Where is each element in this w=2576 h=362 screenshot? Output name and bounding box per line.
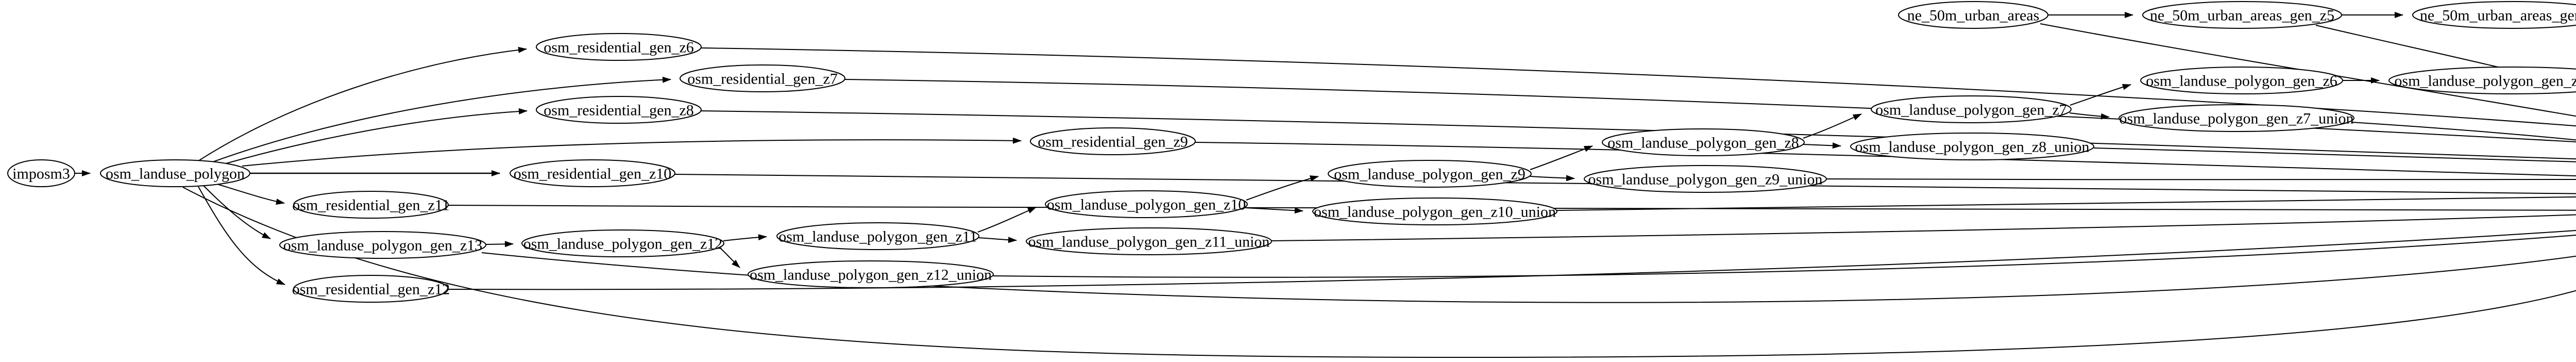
node-osm-landuse-polygon-gen-z12-union: osm_landuse_polygon_gen_z12_union [748, 260, 994, 288]
node-osm-residential-gen-z11: osm_residential_gen_z11 [292, 191, 450, 219]
edge-ne-areas-row-z6 [2040, 23, 2576, 117]
edge-polygon-res-z12 [198, 186, 285, 285]
node-osm-residential-gen-z7: osm_residential_gen_z7 [680, 64, 845, 92]
edge-union-z9-row-z9 [1826, 178, 2576, 180]
node-osm-landuse-polygon-gen-z6-label: osm_landuse_polygon_gen_z6 [2146, 73, 2337, 90]
edge-gen-z12-union-z12 [720, 248, 740, 268]
node-ne-50m-urban-areas-gen-z4: ne_50m_urban_areas_gen_z4 [2412, 1, 2576, 29]
node-osm-landuse-polygon-gen-z7-label: osm_landuse_polygon_gen_z7 [1875, 102, 2067, 119]
edge-polygon-res-z7 [211, 76, 671, 163]
node-osm-landuse-polygon: osm_landuse_polygon [100, 159, 250, 187]
node-osm-landuse-polygon-gen-z7-union: osm_landuse_polygon_gen_z7_union [2119, 104, 2354, 132]
node-osm-residential-gen-z10: osm_residential_gen_z10 [510, 159, 675, 187]
node-osm-residential-gen-z11-label: osm_residential_gen_z11 [292, 197, 449, 214]
node-osm-landuse-polygon-gen-z9-label: osm_landuse_polygon_gen_z9 [1334, 166, 1526, 183]
edges [75, 12, 2576, 358]
node-osm-residential-gen-z9: osm_residential_gen_z9 [1030, 127, 1196, 155]
edge-gen-z11-union-z11 [978, 237, 1017, 243]
edge-polygon-gen-z13 [203, 185, 271, 239]
edge-gen-z12-gen-z11 [723, 234, 767, 241]
node-osm-landuse-polygon-gen-z10-union: osm_landuse_polygon_gen_z10_union [1312, 198, 1557, 225]
edge-gen-z9-gen-z8 [1530, 145, 1593, 170]
node-osm-landuse-polygon-gen-z9-union: osm_landuse_polygon_gen_z9_union [1584, 165, 1827, 193]
edge-union-z11-row-z11 [1271, 214, 2576, 241]
node-osm-landuse-polygon-gen-z12-union-label: osm_landuse_polygon_gen_z12_union [750, 267, 992, 284]
nodes: imposm3 osm_landuse_polygon osm_resident… [7, 1, 2576, 303]
node-osm-landuse-polygon-gen-z8-label: osm_landuse_polygon_gen_z8 [1607, 135, 1799, 152]
edge-res-z6-row-z6 [701, 47, 2576, 127]
node-osm-landuse-polygon-gen-z9-union-label: osm_landuse_polygon_gen_z9_union [1588, 171, 1823, 188]
edge-polygon-res-z9 [242, 137, 1022, 167]
edge-gen-z9-union-z9 [1530, 175, 1575, 182]
node-osm-landuse-polygon-gen-z10-union-label: osm_landuse_polygon_gen_z10_union [1314, 204, 1556, 221]
node-osm-landuse-polygon-gen-z11-union: osm_landuse_polygon_gen_z11_union [1026, 227, 1272, 255]
node-osm-residential-gen-z6: osm_residential_gen_z6 [536, 33, 702, 61]
node-osm-landuse-polygon-gen-z10-label: osm_landuse_polygon_gen_z10 [1047, 196, 1246, 213]
node-osm-residential-gen-z7-label: osm_residential_gen_z7 [687, 71, 838, 88]
node-imposm3-label: imposm3 [12, 166, 70, 183]
node-osm-residential-gen-z6-label: osm_residential_gen_z6 [544, 39, 694, 56]
node-osm-landuse-polygon-gen-z7: osm_landuse_polygon_gen_z7 [1871, 95, 2072, 123]
edge-union-z8-row-z8 [2093, 147, 2576, 162]
node-ne-50m-urban-areas-gen-z4-label: ne_50m_urban_areas_gen_z4 [2420, 7, 2576, 24]
edge-res-z10-row-z10 [674, 174, 2576, 194]
edge-polygon-res-z6 [198, 46, 527, 161]
node-osm-residential-gen-z8-label: osm_residential_gen_z8 [544, 102, 694, 119]
node-osm-residential-gen-z9-label: osm_residential_gen_z9 [1038, 134, 1188, 151]
node-ne-50m-urban-areas-label: ne_50m_urban_areas [1907, 7, 2040, 24]
node-osm-landuse-polygon-gen-z8-union: osm_landuse_polygon_gen_z8_union [1850, 133, 2094, 160]
node-osm-landuse-polygon-gen-z13: osm_landuse_polygon_gen_z13 [279, 231, 486, 259]
node-ne-50m-urban-areas: ne_50m_urban_areas [1898, 1, 2048, 29]
edge-gen-z10-gen-z9 [1246, 175, 1319, 201]
node-osm-landuse-polygon-gen-z6: osm_landuse_polygon_gen_z6 [2140, 67, 2343, 94]
node-osm-landuse-polygon-gen-z10: osm_landuse_polygon_gen_z10 [1045, 190, 1248, 218]
node-osm-landuse-polygon-gen-z8: osm_landuse_polygon_gen_z8 [1602, 128, 1805, 156]
edge-gen-z11-gen-z10 [977, 207, 1037, 233]
node-ne-50m-urban-areas-gen-z5-label: ne_50m_urban_areas_gen_z5 [2150, 7, 2334, 24]
node-osm-landuse-polygon-gen-z11-label: osm_landuse_polygon_gen_z11 [778, 228, 977, 245]
node-imposm3: imposm3 [7, 159, 75, 187]
node-osm-landuse-polygon-gen-z6-union: osm_landuse_polygon_gen_z6_union [2388, 67, 2576, 94]
edge-gen-z8-union-z8 [1803, 142, 1841, 149]
node-osm-landuse-polygon-gen-z8-union-label: osm_landuse_polygon_gen_z8_union [1855, 139, 2090, 156]
edge-gen-z7-union-z7 [2069, 112, 2110, 120]
node-osm-landuse-polygon-gen-z11-union-label: osm_landuse_polygon_gen_z11_union [1028, 234, 1270, 251]
node-osm-landuse-polygon-gen-z6-union-label: osm_landuse_polygon_gen_z6_union [2395, 73, 2576, 90]
node-osm-residential-gen-z12: osm_residential_gen_z12 [292, 275, 450, 303]
edge-res-z9-row-z9 [1195, 142, 2576, 177]
node-osm-residential-gen-z10-label: osm_residential_gen_z10 [514, 166, 672, 183]
edge-polygon-row-z14 [182, 187, 2576, 358]
edge-polygon-res-z11 [213, 183, 285, 205]
edge-res-z8-row-z8 [701, 110, 2576, 160]
node-osm-landuse-polygon-gen-z11: osm_landuse_polygon_gen_z11 [776, 222, 979, 250]
node-osm-landuse-polygon-label: osm_landuse_polygon [106, 166, 245, 183]
node-ne-50m-urban-areas-gen-z5: ne_50m_urban_areas_gen_z5 [2142, 1, 2342, 29]
edge-gen-z8-gen-z7 [1803, 113, 1862, 139]
node-osm-landuse-polygon-gen-z13-label: osm_landuse_polygon_gen_z13 [283, 237, 483, 254]
edge-union-z7-row-z7 [2351, 122, 2576, 141]
edge-union-z12-row-z12 [993, 234, 2576, 278]
edge-gen-z7-gen-z6 [2070, 84, 2131, 106]
node-osm-landuse-polygon-gen-z7-union-label: osm_landuse_polygon_gen_z7_union [2120, 110, 2354, 127]
edge-polygon-res-z8 [224, 108, 528, 164]
node-osm-residential-gen-z8: osm_residential_gen_z8 [536, 96, 702, 124]
node-osm-landuse-polygon-gen-z12: osm_landuse_polygon_gen_z12 [521, 229, 724, 257]
node-osm-landuse-polygon-gen-z12-label: osm_landuse_polygon_gen_z12 [523, 236, 723, 253]
node-osm-residential-gen-z12-label: osm_residential_gen_z12 [292, 281, 450, 298]
node-osm-landuse-polygon-gen-z9: osm_landuse_polygon_gen_z9 [1328, 160, 1532, 188]
